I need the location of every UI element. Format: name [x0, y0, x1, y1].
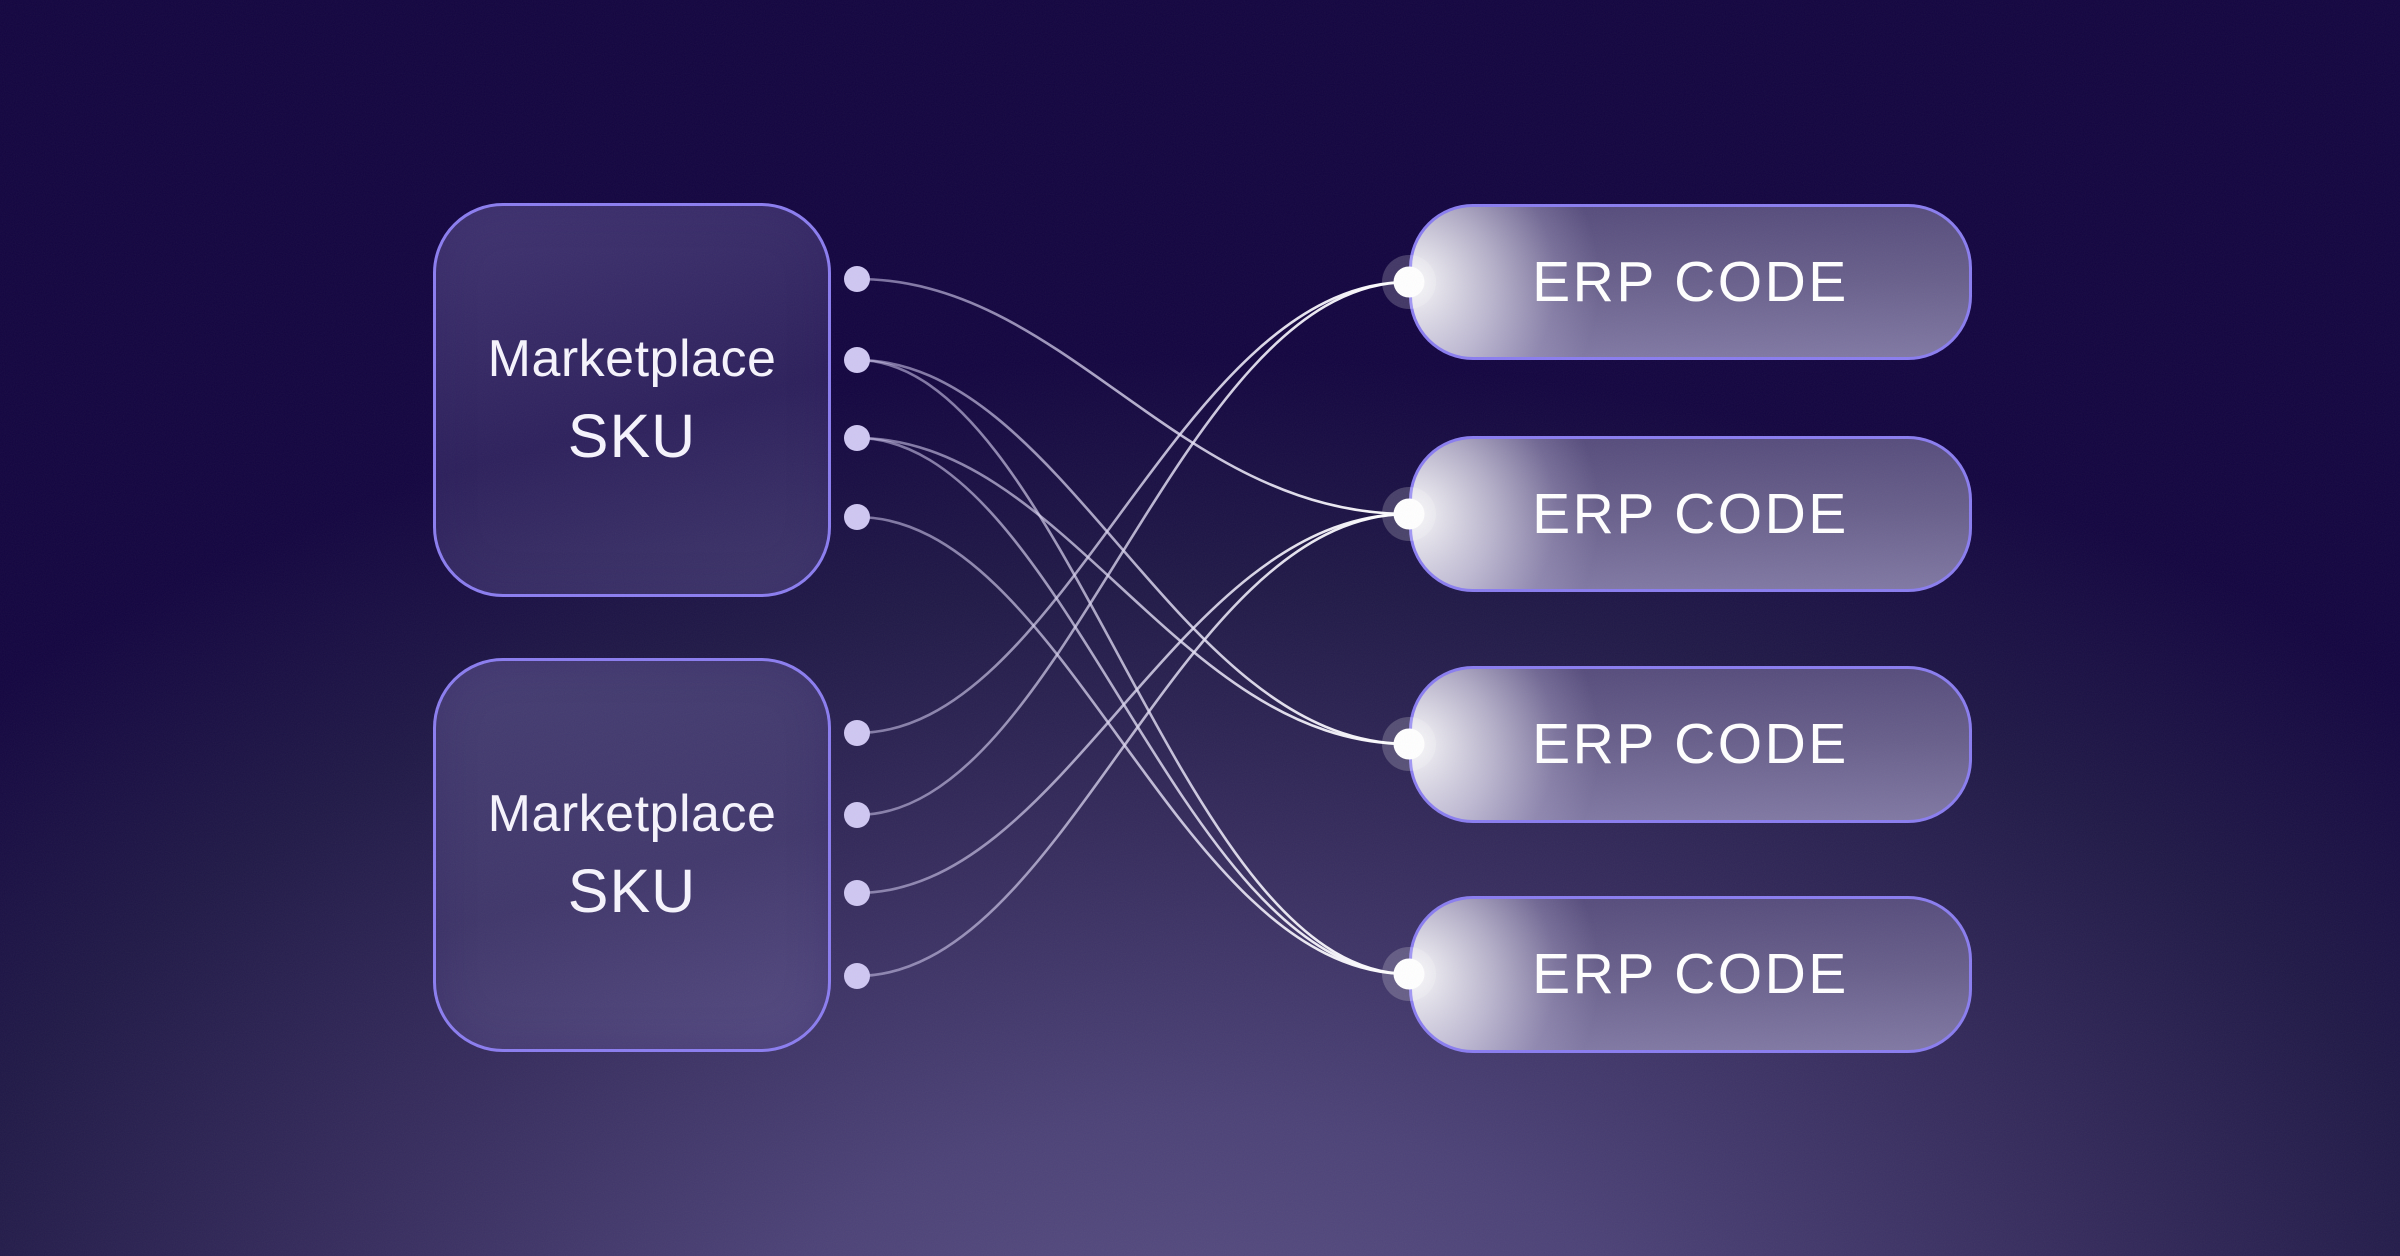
left-port-dot	[844, 425, 870, 451]
erp-pill-label: ERP CODE	[1532, 249, 1849, 314]
sku-box-label-line1: Marketplace	[487, 784, 777, 843]
left-port-dot	[844, 880, 870, 906]
connector-line	[856, 512, 1410, 978]
connector-line	[856, 277, 1410, 516]
marketplace-sku-box: Marketplace SKU	[433, 658, 831, 1052]
sku-box-label-line2: SKU	[567, 402, 697, 471]
left-port-dot	[844, 266, 870, 292]
erp-code-pill: ERP CODE	[1409, 896, 1972, 1053]
erp-pill-label: ERP CODE	[1532, 942, 1849, 1006]
left-port-dot	[844, 504, 870, 530]
connector-line	[856, 358, 1410, 746]
erp-pill-label: ERP CODE	[1532, 481, 1849, 546]
erp-code-pill: ERP CODE	[1409, 666, 1972, 823]
sku-box-label-line1: Marketplace	[487, 329, 777, 388]
connector-line	[856, 358, 1410, 976]
connector-line	[856, 280, 1410, 817]
sku-box-label-line2: SKU	[567, 857, 697, 926]
connector-line	[856, 280, 1410, 735]
left-port-dot	[844, 963, 870, 989]
connector-line	[856, 436, 1410, 746]
left-port-dot	[844, 802, 870, 828]
erp-code-pill: ERP CODE	[1409, 436, 1972, 592]
erp-code-pill: ERP CODE	[1409, 204, 1972, 360]
erp-pill-label: ERP CODE	[1532, 712, 1849, 776]
left-port-dot	[844, 720, 870, 746]
left-port-dot	[844, 347, 870, 373]
connector-line	[856, 512, 1410, 895]
marketplace-sku-box: Marketplace SKU	[433, 203, 831, 597]
connector-line	[856, 436, 1410, 976]
connector-line	[856, 515, 1410, 976]
